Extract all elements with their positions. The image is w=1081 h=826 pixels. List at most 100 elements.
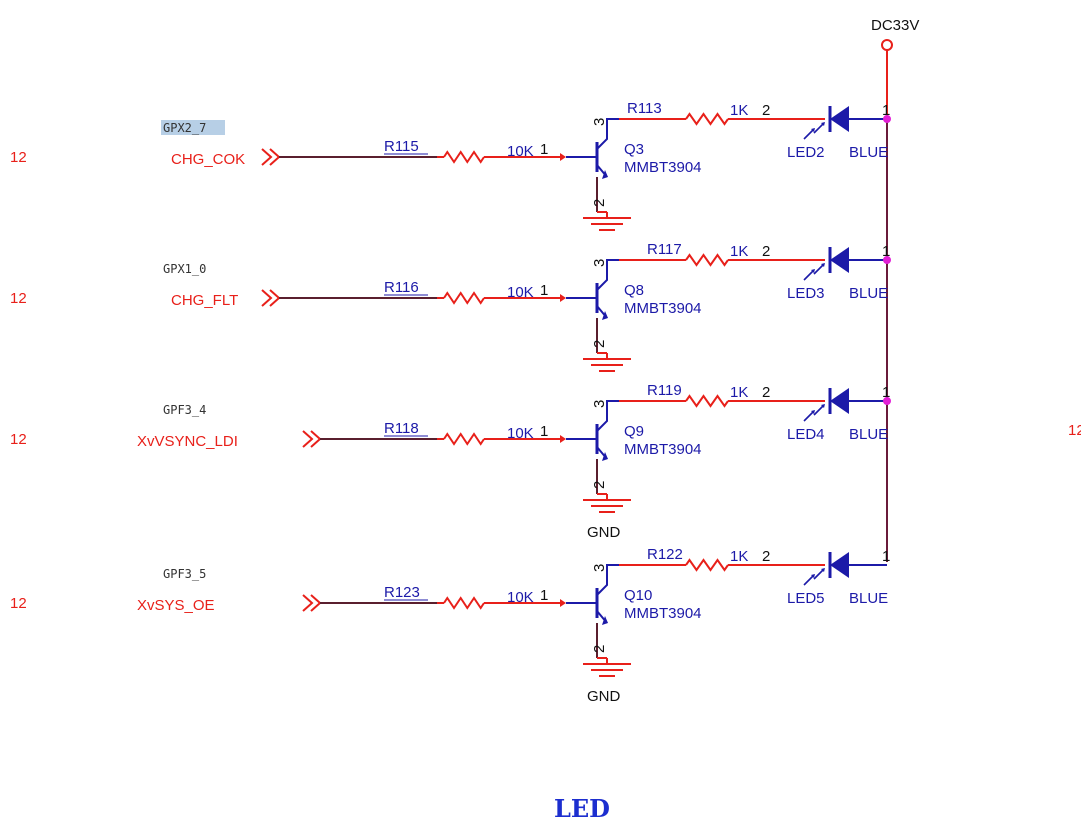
transistor-ref: Q8 — [624, 282, 644, 299]
transistor-part-number: MMBT3904 — [624, 441, 702, 458]
collector-resistor-value: 1K — [730, 548, 748, 565]
ground-icon — [583, 358, 631, 372]
supply-label: DC33V — [871, 17, 919, 34]
pin-arrow-icon — [560, 599, 566, 607]
led-ref: LED3 — [787, 285, 825, 302]
supply-terminal — [881, 39, 893, 51]
led-pin1-number: 1 — [882, 243, 890, 260]
emitter-pin-number: 2 — [591, 199, 608, 207]
collector-resistor-ref: R119 — [647, 382, 682, 399]
gpio-highlight — [161, 120, 225, 135]
pin-arrow-icon — [560, 294, 566, 302]
collector-resistor-ref: R117 — [647, 241, 682, 258]
led-pin2-number: 2 — [762, 548, 770, 565]
collector-resistor-icon — [685, 112, 729, 126]
junction-dot — [883, 397, 891, 405]
led-light-arrowheads-icon — [811, 122, 825, 132]
led-pin2-number: 2 — [762, 384, 770, 401]
collector-resistor-icon — [685, 558, 729, 572]
emitter-pin-number: 2 — [591, 481, 608, 489]
base-resistor-icon — [443, 596, 485, 610]
offsheet-connector-icon — [302, 594, 322, 612]
collector-resistor-value: 1K — [730, 102, 748, 119]
ground-icon — [583, 663, 631, 677]
schematic-title: LED — [554, 794, 610, 823]
led-diode-icon — [830, 247, 849, 273]
gpio-label: GPX2_7 — [163, 121, 206, 135]
collector-lead — [596, 400, 619, 432]
led-light-arrows-icon — [803, 568, 825, 586]
offsheet-connector-icon — [261, 148, 281, 166]
offsheet-connector-icon — [302, 430, 322, 448]
base-resistor-ref: R116 — [384, 279, 419, 296]
base-resistor-icon — [443, 150, 485, 164]
emitter-arrow-icon — [602, 616, 608, 625]
collector-resistor-value: 1K — [730, 384, 748, 401]
led-diode-icon — [830, 106, 849, 132]
base-resistor-value: 10K — [507, 284, 534, 301]
base-resistor-ref: R123 — [384, 584, 420, 601]
led-light-arrows-icon — [803, 404, 825, 422]
edge-sheet-label: 12 — [1068, 422, 1081, 439]
transistor-ref: Q9 — [624, 423, 644, 440]
emitter-arrow-icon — [602, 311, 608, 320]
led-pin2-number: 2 — [762, 243, 770, 260]
collector-resistor-icon — [685, 253, 729, 267]
led-pin2-number: 2 — [762, 102, 770, 119]
led-diode-icon — [830, 388, 849, 414]
junction-dot — [883, 115, 891, 123]
emitter-arrow-icon — [602, 452, 608, 461]
pin-arrow-icon — [560, 153, 566, 161]
sheet-ref-label: 12 — [10, 595, 27, 612]
pin-arrow-icon — [560, 435, 566, 443]
base-resistor-value: 10K — [507, 589, 534, 606]
led-color-label: BLUE — [849, 426, 888, 443]
collector-pin-number: 3 — [591, 564, 608, 572]
ground-icon — [583, 499, 631, 513]
collector-pin-number: 3 — [591, 400, 608, 408]
gpio-label: GPF3_5 — [163, 567, 206, 581]
supply-rail: DC33V — [871, 17, 919, 562]
led-light-arrowheads-icon — [811, 568, 825, 578]
base-pin-number: 1 — [540, 141, 548, 158]
sheet-ref-label: 12 — [10, 149, 27, 166]
base-resistor-value: 10K — [507, 143, 534, 160]
emitter-pin-number: 2 — [591, 645, 608, 653]
led-color-label: BLUE — [849, 590, 888, 607]
net-label: CHG_COK — [171, 151, 245, 168]
led-ref: LED4 — [787, 426, 825, 443]
transistor-ref: Q10 — [624, 587, 652, 604]
led-pin1-number: 1 — [882, 384, 890, 401]
led-light-arrowheads-icon — [811, 404, 825, 414]
ground-icon — [583, 217, 631, 231]
net-label: XvSYS_OE — [137, 597, 215, 614]
collector-resistor-value: 1K — [730, 243, 748, 260]
collector-pin-number: 3 — [591, 259, 608, 267]
led-pin1-number: 1 — [882, 548, 890, 565]
base-resistor-ref: R118 — [384, 420, 419, 437]
collector-resistor-ref: R113 — [627, 100, 662, 117]
led-light-arrows-icon — [803, 263, 825, 281]
net-label: XvVSYNC_LDI — [137, 433, 238, 450]
base-resistor-icon — [443, 432, 485, 446]
led-pin1-number: 1 — [882, 102, 890, 119]
base-resistor-ref: R115 — [384, 138, 419, 155]
base-resistor-value: 10K — [507, 425, 534, 442]
offsheet-connector-icon — [261, 289, 281, 307]
base-pin-number: 1 — [540, 423, 548, 440]
led-color-label: BLUE — [849, 144, 888, 161]
sheet-ref-label: 12 — [10, 431, 27, 448]
base-resistor-icon — [443, 291, 485, 305]
led-ref: LED5 — [787, 590, 825, 607]
emitter-pin-number: 2 — [591, 340, 608, 348]
collector-lead — [596, 259, 619, 291]
transistor-part-number: MMBT3904 — [624, 605, 702, 622]
ground-label: GND — [587, 688, 621, 705]
collector-pin-number: 3 — [591, 118, 608, 126]
collector-resistor-ref: R122 — [647, 546, 683, 563]
